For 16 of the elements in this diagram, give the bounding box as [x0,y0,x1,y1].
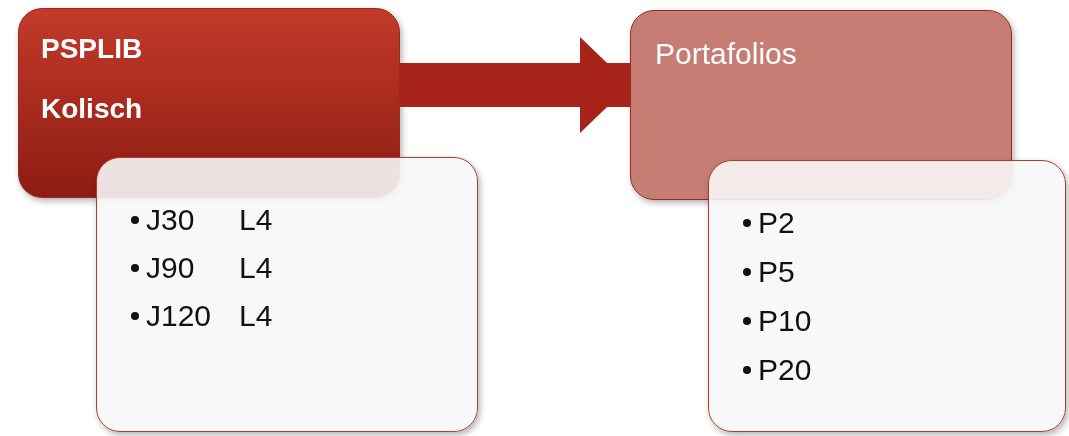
list-item-text: L4 [239,298,273,334]
list-item-text: L4 [239,202,273,238]
list-item-text: J30 [146,202,195,238]
list-card [96,157,478,432]
list-item-text: L4 [239,250,273,286]
heading-text: Kolisch [41,93,143,125]
list-card [708,160,1066,432]
heading-text: Portafolios [655,37,797,71]
list-item-text: P2 [758,205,795,241]
heading-text: PSPLIB [41,33,143,65]
list-item-text: P10 [758,303,812,339]
list-item-text: P20 [758,352,812,388]
list-item-text: J120 [146,298,212,334]
block-arrow [400,37,630,133]
list-item-text: J90 [146,250,195,286]
list-item-text: P5 [758,254,795,290]
